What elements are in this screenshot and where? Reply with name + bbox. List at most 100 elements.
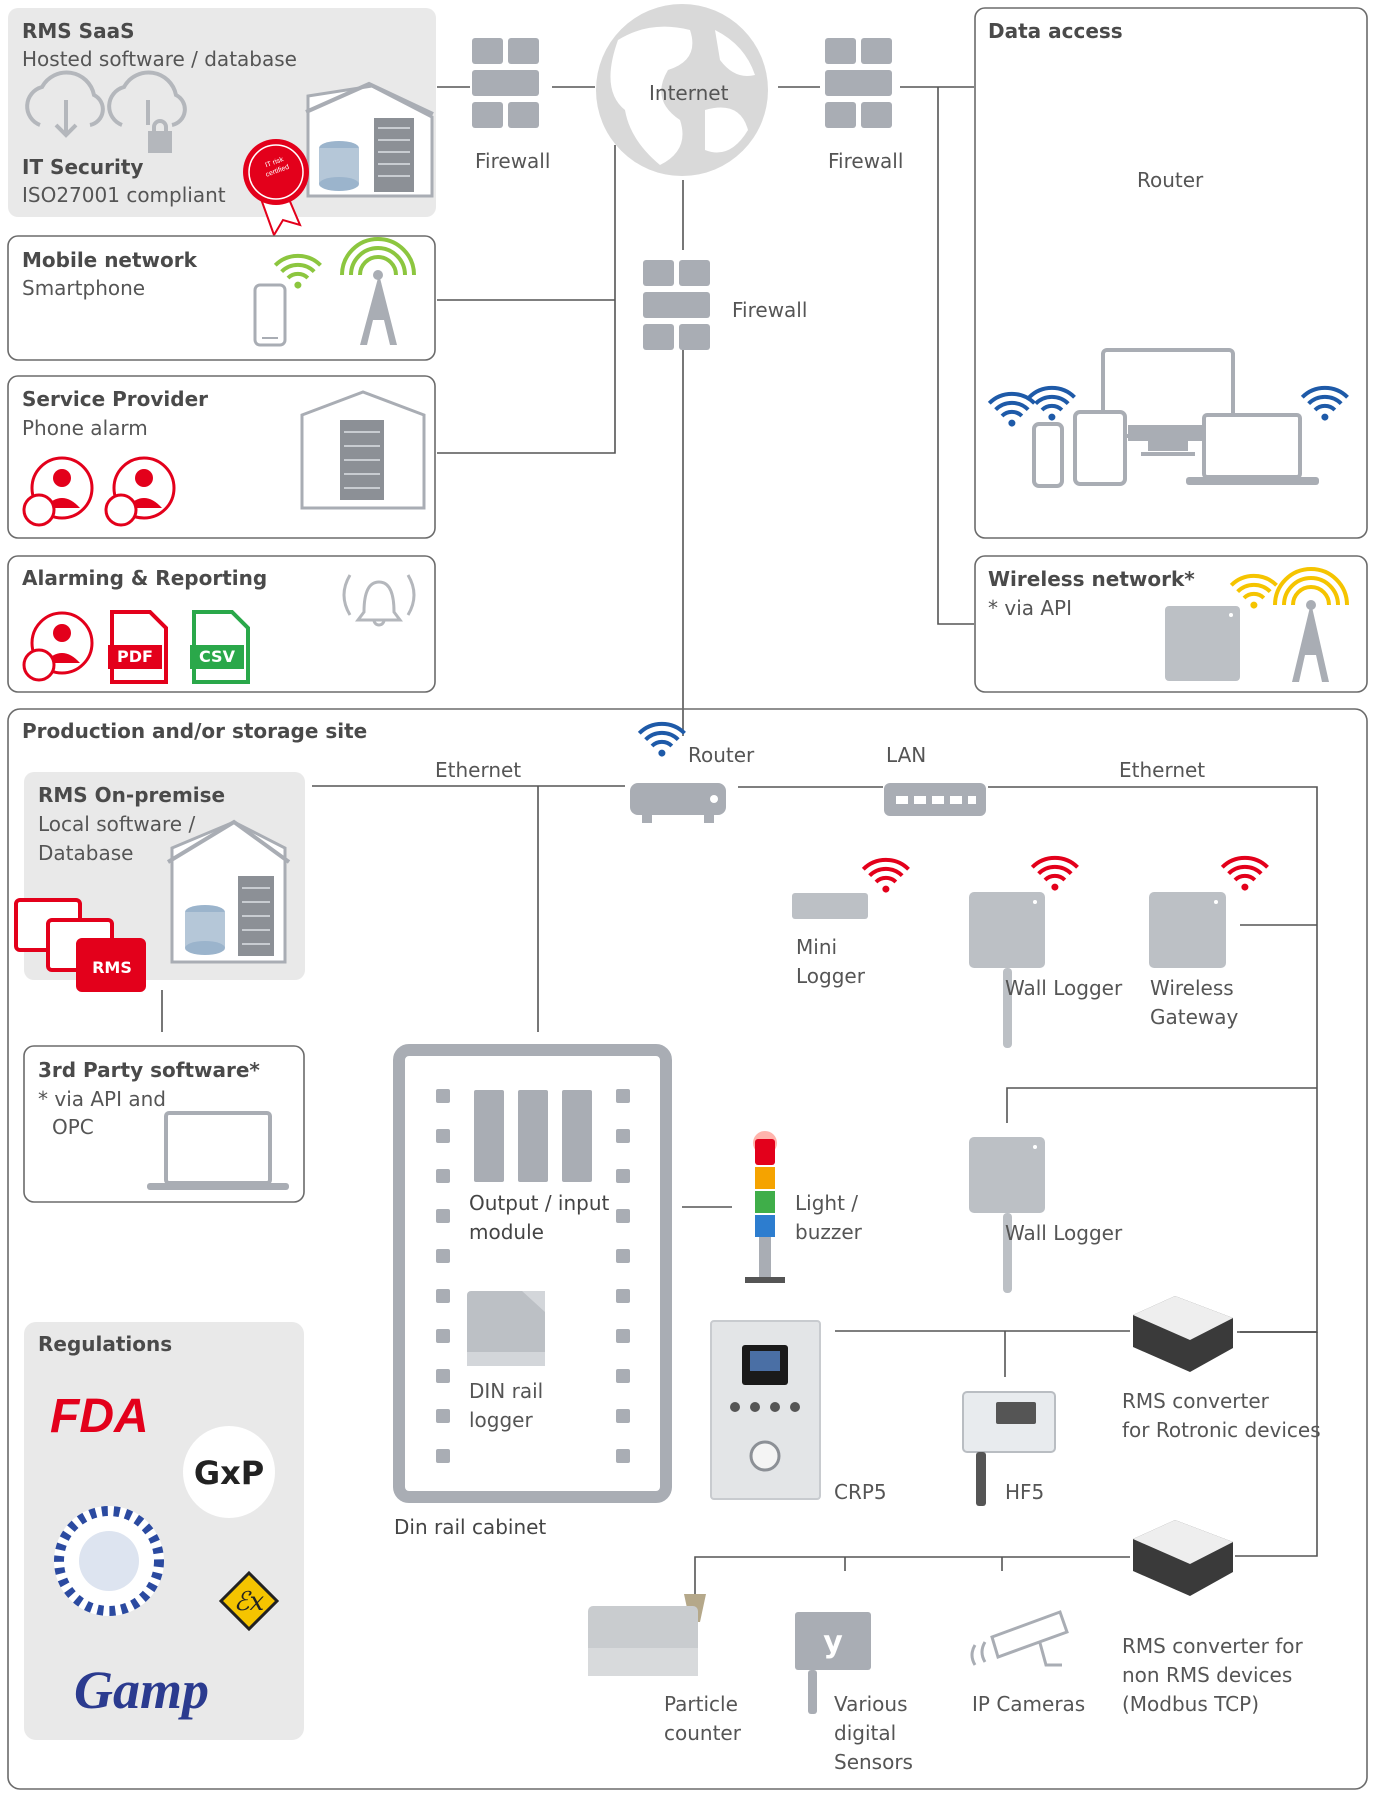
lan-switch-icon [884,783,986,816]
mini-logger-signal-icon [863,847,910,894]
din-rail-logger-icon [467,1291,545,1366]
router-wifi-icon [639,711,686,758]
digital-sensors-label-1: Various [834,1692,908,1716]
alarming-title: Alarming & Reporting [22,566,268,590]
signal-tower-icon [745,1131,785,1283]
converter-non-rms-label-3: (Modbus TCP) [1122,1692,1260,1716]
rms-screens-icon [14,898,146,992]
router-label: Router [688,743,755,767]
mobile-network-subtitle: Smartphone [22,276,146,300]
wireless-gateway-label-2: Gateway [1150,1005,1239,1029]
service-provider-subtitle: Phone alarm [22,416,148,440]
cell-tower-yellow-icon [1273,567,1349,682]
cell-tower-icon [340,237,416,345]
ex-atex-logo: ℰx [218,1570,280,1632]
wall-logger-signal-icon [1032,845,1079,892]
devices-group-icon [1032,348,1319,488]
mini-logger-label-2: Logger [796,964,865,988]
converter-non-rms-label-2: non RMS devices [1122,1663,1293,1687]
hf5-label: HF5 [1005,1480,1045,1504]
ethernet-right-label: Ethernet [1119,758,1206,782]
wireless-gateway-label-1: Wireless [1150,976,1234,1000]
output-input-label-1: Output / input [469,1191,610,1215]
mini-logger-icon [792,893,868,919]
gxp-logo: GxP [183,1426,275,1518]
rms-screen-label: RMS [92,958,132,977]
operator-email-icon [22,611,94,682]
rms-converter-rotronic-icon [1133,1296,1233,1372]
rms-onpremise-line1: Local software / [38,812,196,836]
rms-onpremise-title: RMS On-premise [38,783,226,807]
crp5-label: CRP5 [834,1480,887,1504]
light-buzzer-label-1: Light / [795,1191,859,1215]
firewall-left-icon [472,38,539,128]
house-server-icon [305,81,434,198]
service-provider-title: Service Provider [22,387,209,411]
fda-logo: FDA [50,1390,149,1443]
third-party-line1: * via API and [38,1087,166,1111]
particle-counter-label-2: counter [664,1721,741,1745]
mobile-network-title: Mobile network [22,248,197,272]
it-security-title: IT Security [22,155,144,179]
internet-label: Internet [649,81,729,105]
lan-label: LAN [886,743,927,767]
wireless-network-subtitle: * via API [988,596,1073,620]
regulations-title: Regulations [38,1332,173,1356]
firewall-center-label: Firewall [732,298,808,322]
digital-sensors-label-2: digital [834,1721,897,1745]
data-access-title: Data access [988,19,1123,43]
house-server-icon [166,819,291,964]
din-rail-cabinet-label: Din rail cabinet [394,1515,547,1539]
cloud-lock-icon [107,70,187,153]
gamp-logo: Gamp [74,1660,209,1720]
wireless-gateway-icon [1149,892,1226,968]
third-party-line2: OPC [52,1115,94,1139]
wall-logger-icon [969,1137,1045,1293]
production-site-box [7,708,1368,1790]
ip-cameras-label: IP Cameras [972,1692,1086,1716]
rms-saas-title: RMS SaaS [22,19,135,43]
third-party-title: 3rd Party software* [38,1058,260,1082]
cloud-download-icon [25,70,105,138]
mobile-network-box [7,235,436,361]
output-input-label-2: module [469,1220,544,1244]
digital-sensor-icon: y [795,1612,871,1714]
particle-counter-icon [588,1594,706,1676]
csv-label: CSV [199,647,235,666]
eu-stars-seal [54,1506,164,1616]
crp5-device-icon [710,1320,821,1500]
firewall-right-label: Firewall [828,149,904,173]
light-buzzer-label-2: buzzer [795,1220,862,1244]
connection-lines [161,86,1318,1596]
converter-non-rms-label-1: RMS converter for [1122,1634,1303,1658]
router-icon [630,783,726,823]
gateway-signal-icon [1222,845,1269,892]
hf5-device-icon [962,1391,1056,1506]
converter-rotronic-label-1: RMS converter [1122,1389,1269,1413]
svg-text:ℰx: ℰx [234,1587,265,1617]
converter-rotronic-label-2: for Rotronic devices [1122,1418,1321,1442]
house-server-icon [300,390,426,510]
wireless-network-title: Wireless network* [988,567,1195,591]
particle-counter-label-1: Particle [664,1692,738,1716]
wall-logger-icon [969,892,1045,1048]
pdf-file-icon [108,610,168,684]
data-access-router-label: Router [1137,168,1204,192]
it-security-subtitle: ISO27001 compliant [22,183,226,207]
production-site-title: Production and/or storage site [22,719,368,743]
din-rail-logger-label-2: logger [469,1408,533,1432]
din-rail-logger-label-1: DIN rail [469,1379,544,1403]
svg-text:FDA: FDA [50,1390,149,1443]
wall-logger-2-label: Wall Logger [1005,1221,1123,1245]
digital-sensors-label-3: Sensors [834,1750,913,1774]
data-access-box [974,7,1368,539]
wireless-device-icon [1165,606,1240,681]
it-risk-certified-badge [243,139,309,238]
smartphone-icon [253,283,287,347]
bell-icon [342,574,416,627]
mini-logger-label-1: Mini [796,935,838,959]
rms-onpremise-line2: Database [38,841,134,865]
firewall-left-label: Firewall [475,149,551,173]
technician-phone-icon [104,456,176,527]
